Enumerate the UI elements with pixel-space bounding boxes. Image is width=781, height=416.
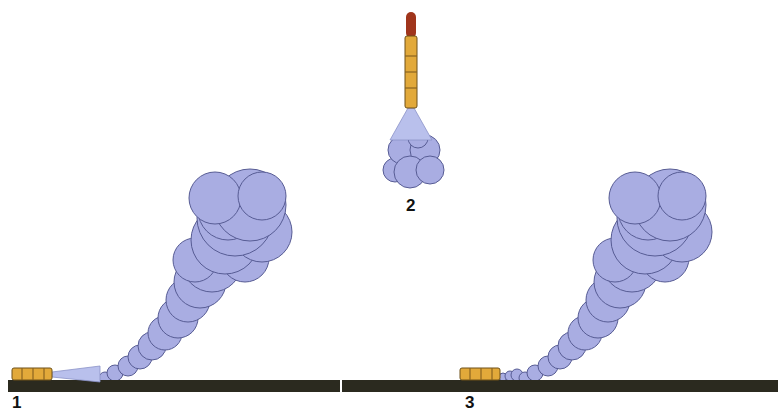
rocket-body <box>405 36 417 108</box>
callout-number: 3 <box>465 393 474 413</box>
band <box>21 368 22 380</box>
smoke-clouds <box>99 128 712 384</box>
band <box>405 55 417 56</box>
rocket-tip <box>406 12 416 38</box>
smoke-puff <box>189 172 241 224</box>
exhaust-cone <box>52 366 100 382</box>
band <box>405 71 417 72</box>
ground-bar <box>8 380 340 392</box>
band <box>43 368 44 380</box>
smoke-puff <box>658 172 706 220</box>
smoke-puff <box>416 156 444 184</box>
ground-bar <box>342 380 778 392</box>
band <box>405 87 417 88</box>
band <box>480 368 481 380</box>
band <box>469 368 470 380</box>
smoke-puff <box>238 172 286 220</box>
band <box>491 368 492 380</box>
exhaust-cone <box>390 108 432 140</box>
band <box>32 368 33 380</box>
cartridge-body <box>460 368 500 380</box>
callout-number: 1 <box>12 393 21 413</box>
callout-number: 2 <box>406 196 415 216</box>
cartridge-body <box>12 368 52 380</box>
smoke-puff <box>609 172 661 224</box>
